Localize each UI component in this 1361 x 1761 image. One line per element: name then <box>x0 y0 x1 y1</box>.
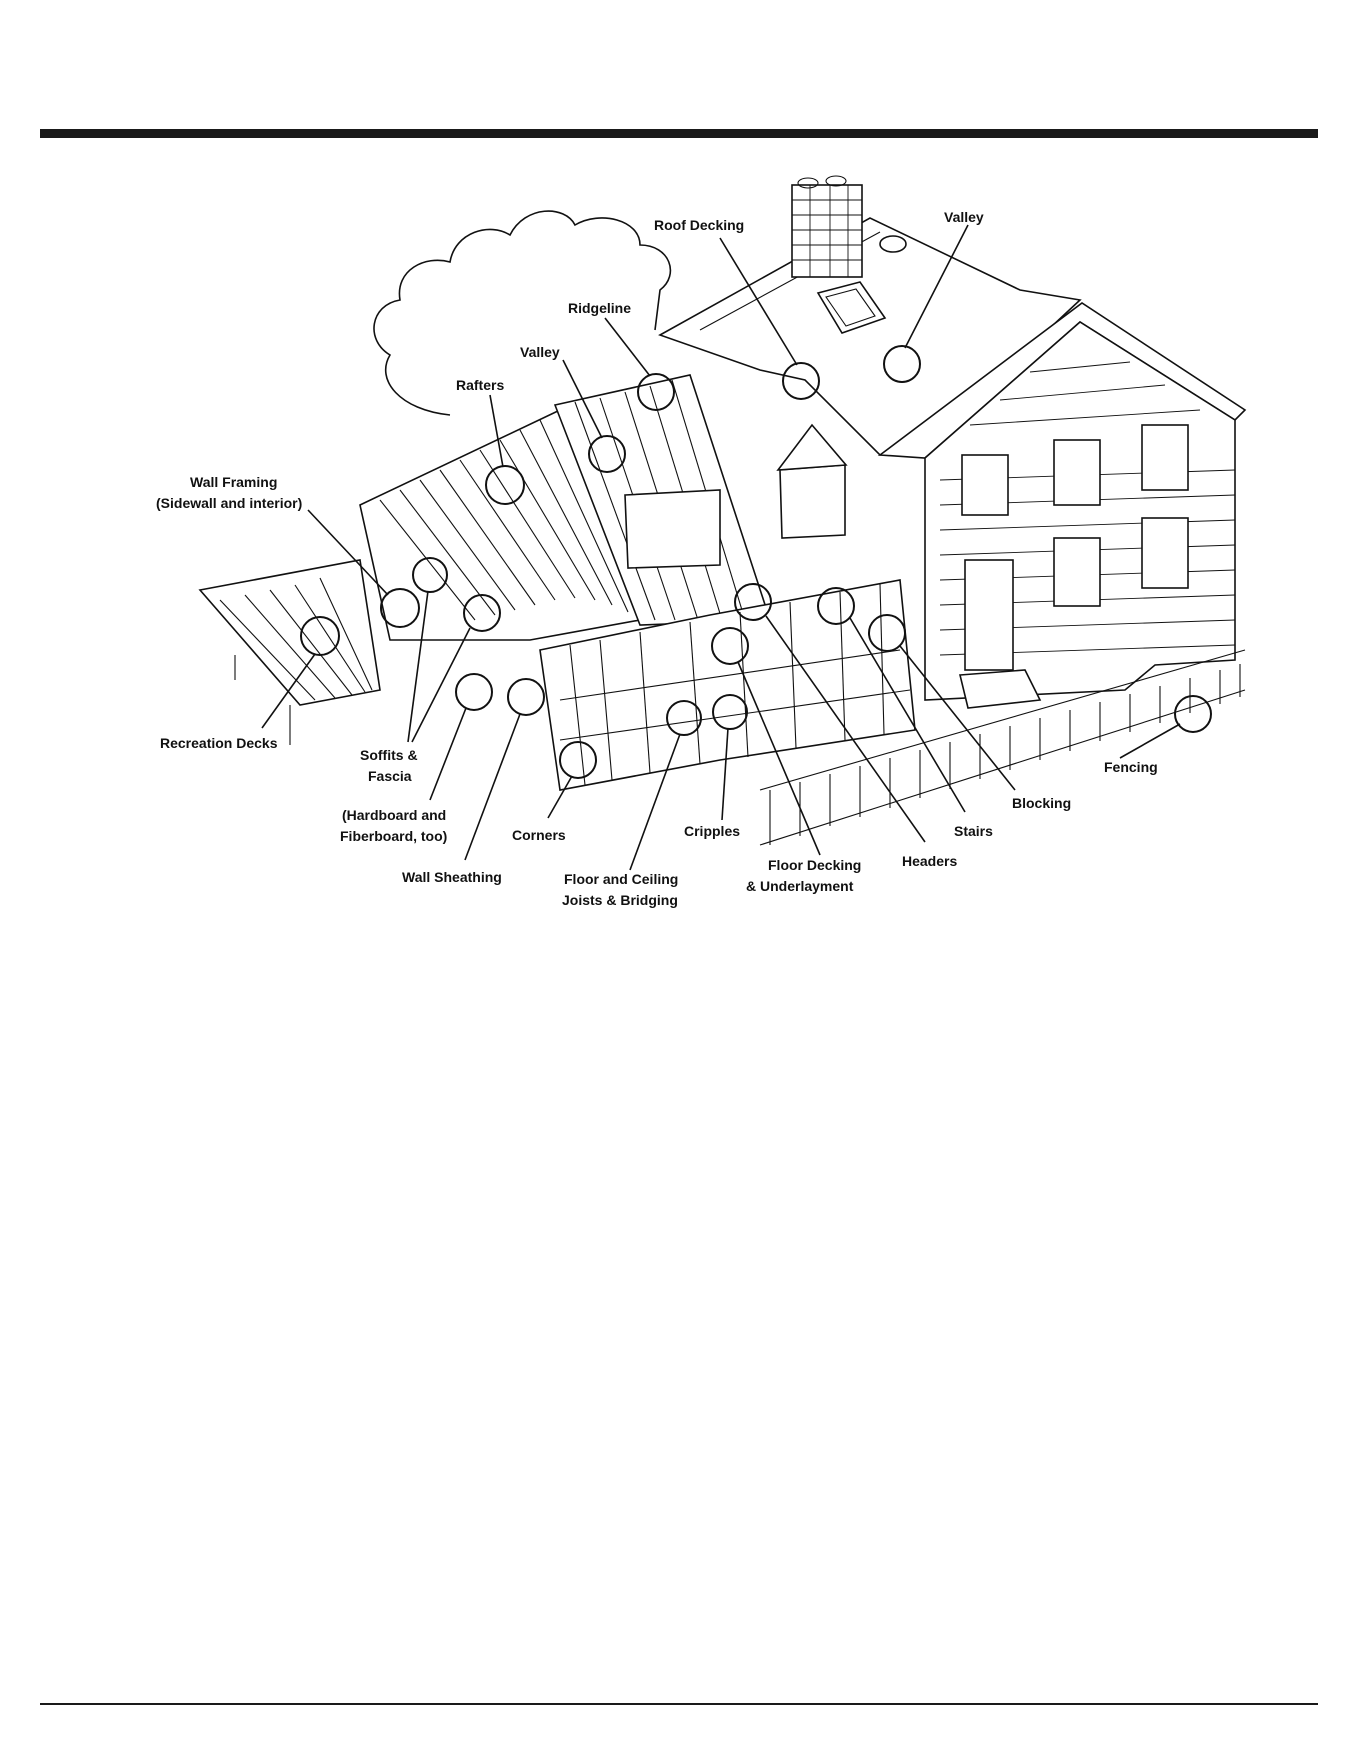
label-valley-top: Valley <box>944 209 984 225</box>
label-floor-ceiling-1: Floor and Ceiling <box>564 871 678 887</box>
label-soffits-1: Soffits & <box>360 747 418 763</box>
label-recreation-decks: Recreation Decks <box>160 735 278 751</box>
label-hardboard-2: Fiberboard, too) <box>340 828 447 844</box>
door <box>965 560 1013 670</box>
dormer <box>780 465 845 538</box>
label-hardboard-1: (Hardboard and <box>342 807 446 823</box>
window <box>1142 425 1188 490</box>
label-fencing: Fencing <box>1104 759 1158 775</box>
dormer <box>625 490 720 568</box>
label-corners: Corners <box>512 827 566 843</box>
label-floor-decking-2: & Underlayment <box>746 878 854 894</box>
label-floor-decking-1: Floor Decking <box>768 857 861 873</box>
label-blocking: Blocking <box>1012 795 1071 811</box>
label-stairs: Stairs <box>954 823 993 839</box>
label-wall-framing-1: Wall Framing <box>190 474 277 490</box>
label-wall-framing-2: (Sidewall and interior) <box>156 495 302 511</box>
front-steps <box>960 670 1040 708</box>
label-floor-ceiling-2: Joists & Bridging <box>562 892 678 908</box>
window <box>1142 518 1188 588</box>
label-valley-mid: Valley <box>520 344 560 360</box>
label-rafters: Rafters <box>456 377 504 393</box>
window <box>962 455 1008 515</box>
label-ridgeline: Ridgeline <box>568 300 631 316</box>
label-roof-decking: Roof Decking <box>654 217 744 233</box>
label-wall-sheathing: Wall Sheathing <box>402 869 502 885</box>
window <box>1054 538 1100 606</box>
label-soffits-2: Fascia <box>368 768 412 784</box>
label-headers: Headers <box>902 853 957 869</box>
chimney <box>792 185 862 277</box>
callout-hardboard <box>456 674 492 710</box>
deck <box>200 560 380 705</box>
window <box>1054 440 1100 505</box>
callout-wall-sheathing <box>508 679 544 715</box>
callout-fencing <box>1175 696 1211 732</box>
bottom-rule <box>40 1703 1318 1705</box>
roof-vent <box>880 236 906 252</box>
label-cripples: Cripples <box>684 823 740 839</box>
